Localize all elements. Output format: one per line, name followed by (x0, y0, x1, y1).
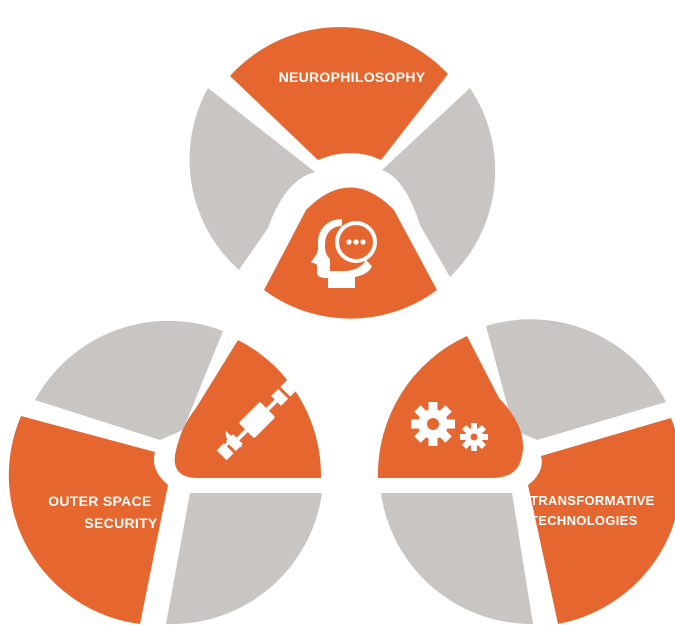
outer-space-segment-center (174, 340, 322, 478)
satellite-dish-icon (221, 431, 242, 451)
cluster-transformative-technologies: TRANSFORMATIVE TECHNOLOGIES (377, 319, 675, 625)
outer-space-segment-bottom (166, 493, 322, 625)
transformative-segment-right (528, 418, 675, 624)
transformative-segment-top (486, 319, 666, 440)
neurophilosophy-segment-right (382, 88, 496, 277)
label-neurophilosophy: NEUROPHILOSOPHY (279, 69, 426, 85)
head-speech-bubble-icon (311, 219, 377, 288)
transformative-segment-bottom (381, 493, 533, 625)
cluster-neurophilosophy: NEUROPHILOSOPHY (189, 27, 496, 319)
outer-space-segment-left (8, 416, 168, 624)
outer-space-segment-top (35, 320, 223, 440)
neurophilosophy-segment-left (189, 88, 315, 270)
cluster-outer-space-security: OUTER SPACE SECURITY (8, 320, 322, 625)
label-outer-space-security: OUTER SPACE SECURITY (48, 493, 158, 531)
neurophilosophy-segment-top (230, 27, 448, 161)
transformative-segment-center (377, 336, 524, 478)
label-transformative-technologies: TRANSFORMATIVE TECHNOLOGIES (530, 493, 659, 528)
